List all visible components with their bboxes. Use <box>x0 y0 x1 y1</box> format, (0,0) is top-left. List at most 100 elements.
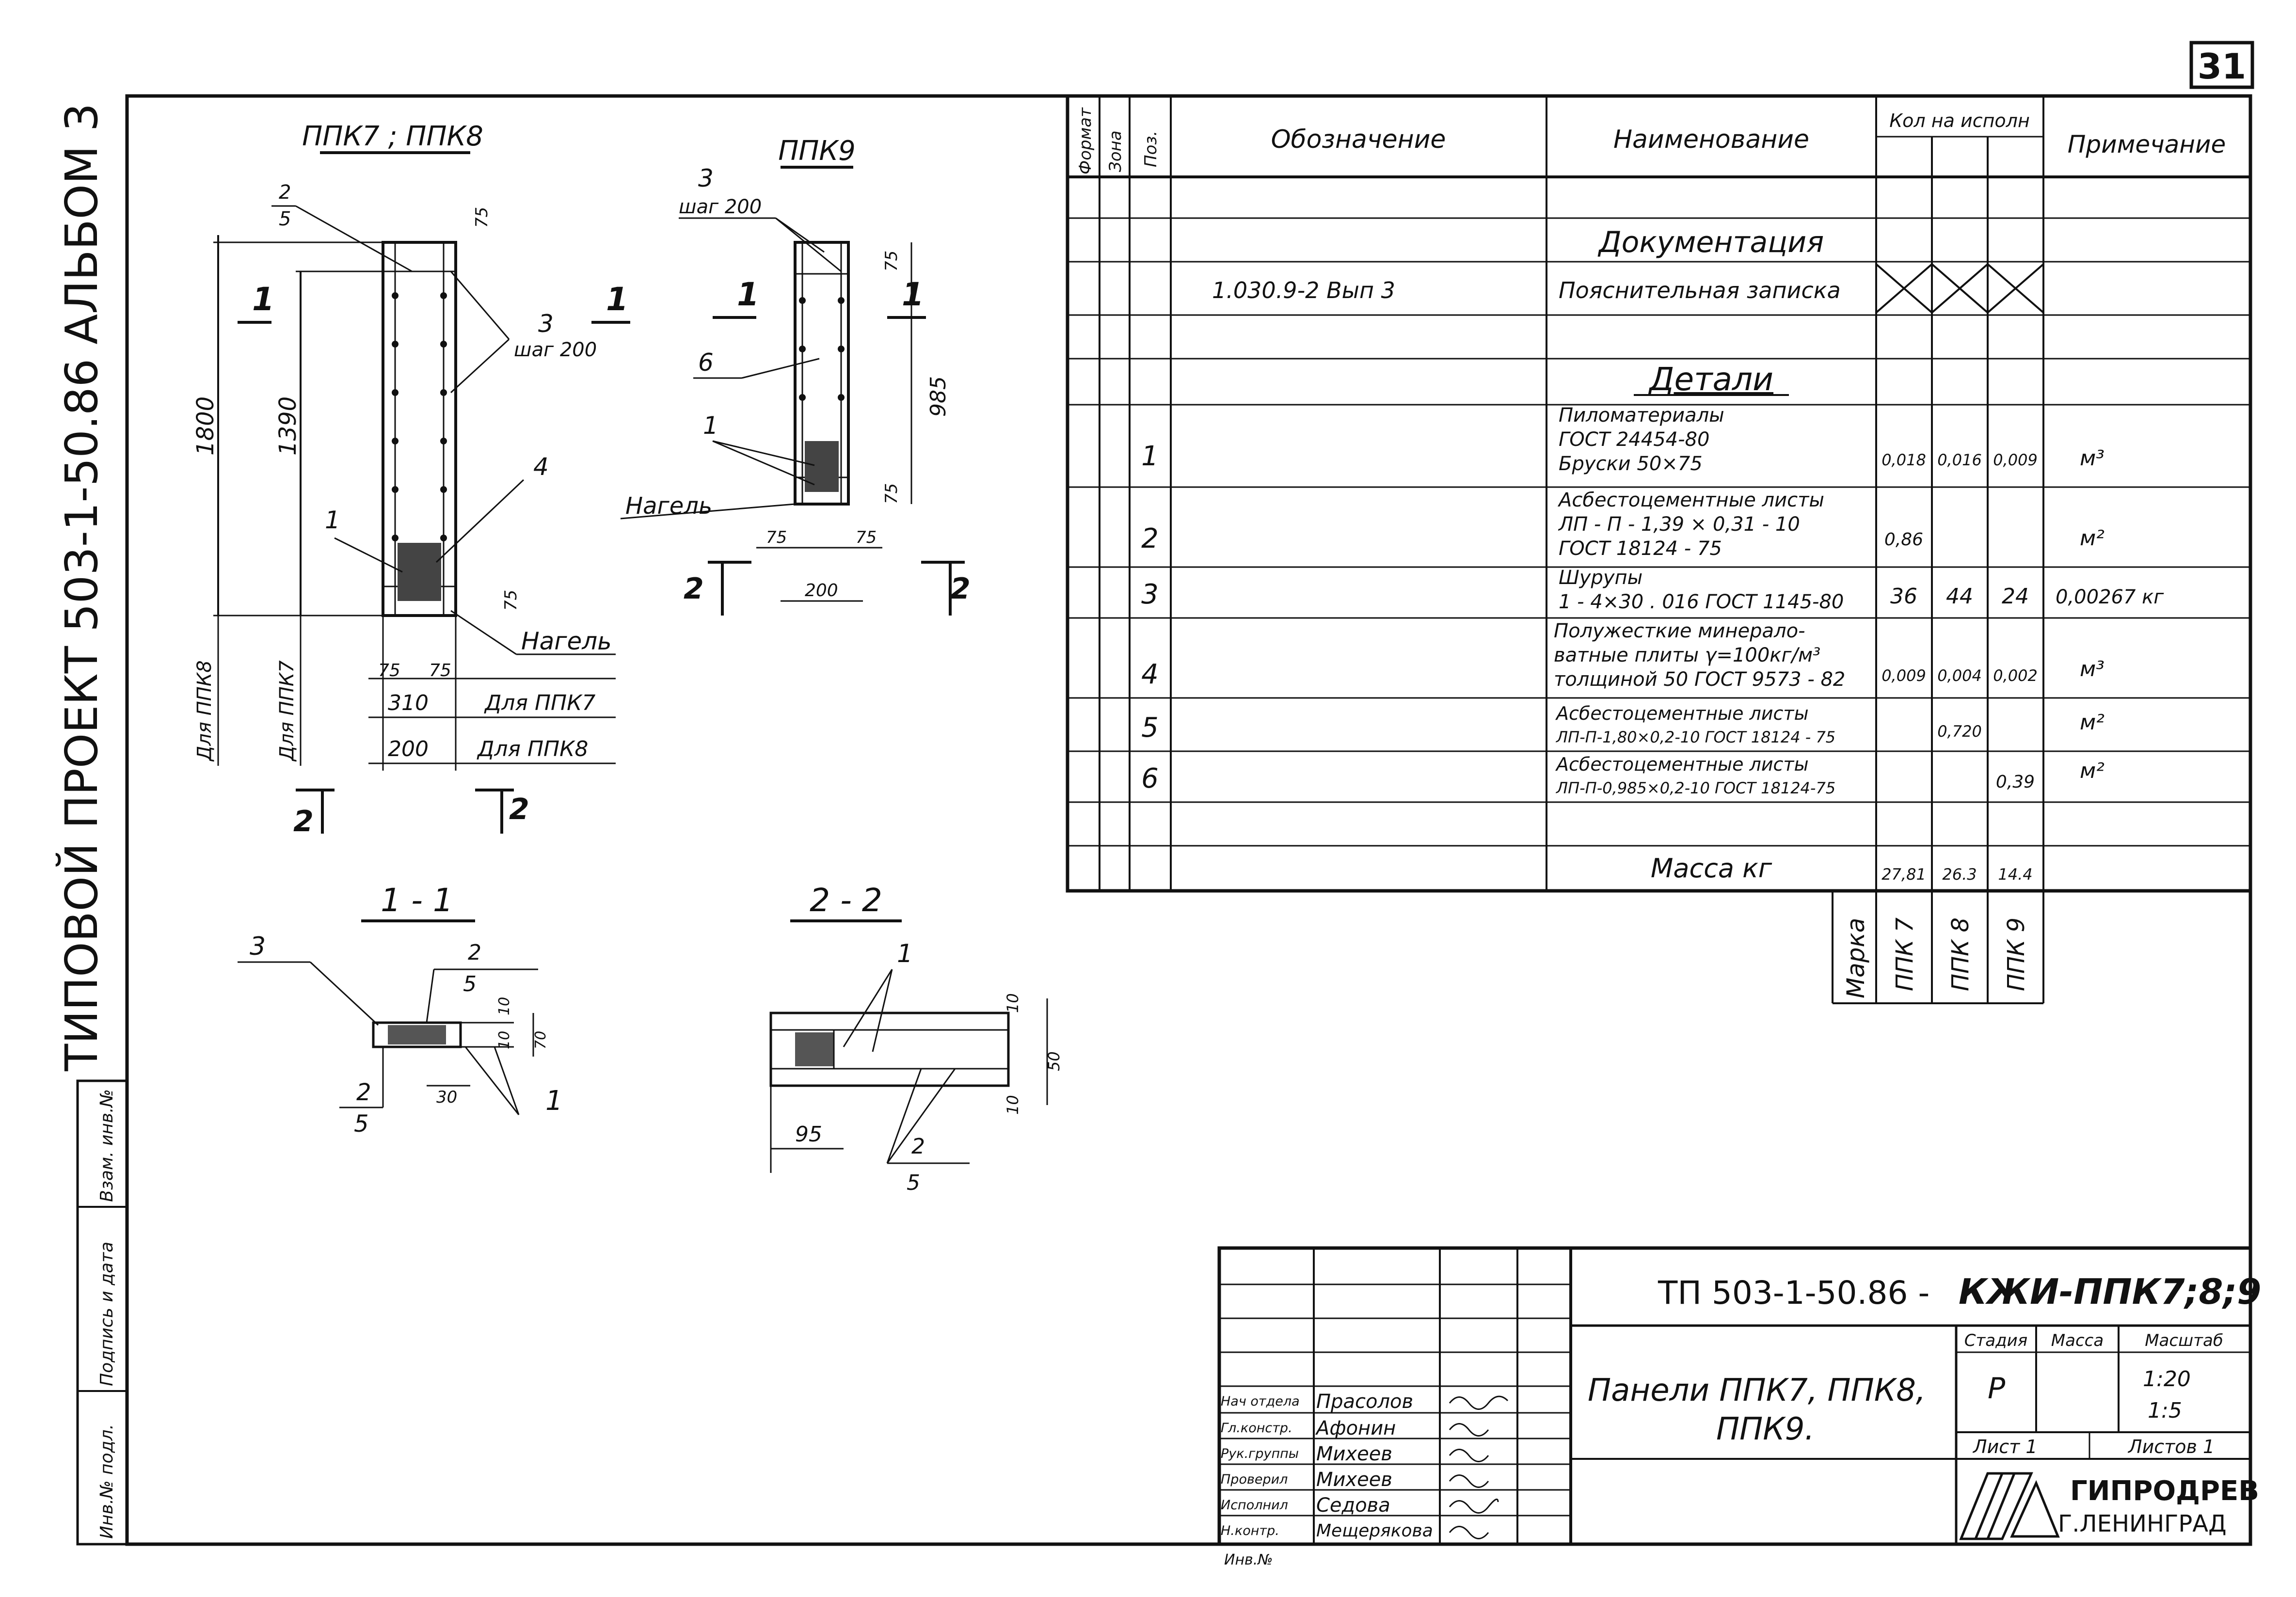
for-ppk8-label: Для ППК8 <box>477 737 588 761</box>
staff-role: Гл.констр. <box>1221 1421 1292 1436</box>
sec11-pos-2: 2 <box>468 940 481 965</box>
hdr-zone: Зона <box>1106 130 1125 172</box>
sec11-dim-70: 70 <box>532 1031 549 1049</box>
nagel-label: Нагель <box>521 627 612 655</box>
org-city: Г.ЛЕНИНГРАД <box>2058 1510 2227 1537</box>
sec11-pos-2b: 2 <box>356 1079 371 1106</box>
doc-code: ТП 503-1-50.86 - <box>1658 1274 1929 1312</box>
inv-label: Инв.№ <box>1224 1551 1273 1568</box>
row-pos: 2 <box>1141 523 1159 554</box>
sec11-pos-3: 3 <box>250 932 266 961</box>
mass-ppk7: 27,81 <box>1881 865 1926 884</box>
row-qty: 0,39 <box>1996 772 2035 792</box>
dim-310: 310 <box>388 691 429 715</box>
staff-row: Н.контр. Мещерякова <box>1221 1521 1489 1541</box>
stage-value: Р <box>1988 1372 2006 1406</box>
row-name: ЛП-П-0,985×0,2-10 ГОСТ 18124-75 <box>1556 779 1835 797</box>
gipdrev-logo <box>1959 1472 2060 1540</box>
dim-200-9: 200 <box>805 581 838 601</box>
staff-role: Исполнил <box>1221 1498 1288 1513</box>
row-name: ГОСТ 24454-80 <box>1559 428 1709 451</box>
row-qty: 0,016 <box>1937 451 1982 469</box>
spec-row: 2 Асбестоцементные листы ЛП - П - 1,39 ×… <box>1141 489 2105 560</box>
spec-row: 1 Пиломатериалы ГОСТ 24454-80 Бруски 50×… <box>1141 404 2105 475</box>
for-ppk7-label: Для ППК7 <box>484 691 595 715</box>
stage-label: Стадия <box>1964 1331 2027 1350</box>
pos-3-label: 3 <box>538 310 554 338</box>
cut-2-left: 2 <box>293 805 314 838</box>
staff-role: Рук.группы <box>1221 1446 1299 1461</box>
org-name: ГИПРОДРЕВ <box>2070 1475 2259 1507</box>
row-name: толщиной 50 ГОСТ 9573 - 82 <box>1554 668 1845 691</box>
doc-name-line2: ППК9. <box>1716 1411 1815 1447</box>
dim-75-bottom: 75 <box>501 590 521 611</box>
sheet-label: Лист 1 <box>1972 1436 2038 1457</box>
staff-name: Мещерякова <box>1316 1521 1433 1541</box>
row-name: ватные плиты γ=100кг/м³ <box>1554 644 1820 666</box>
row-qty: 0,018 <box>1881 451 1926 469</box>
hdr-designation: Обозначение <box>1271 125 1446 154</box>
cut-2-left-9: 2 <box>684 572 704 606</box>
staff-row: Проверил Михеев <box>1221 1469 1489 1491</box>
row-qty: 0,009 <box>1993 451 2038 469</box>
pos-2-label: 2 <box>279 181 291 204</box>
row-qty: 24 <box>2002 584 2029 609</box>
staff-role: Н.контр. <box>1221 1523 1279 1538</box>
section-parts: Детали <box>1648 361 1773 398</box>
sec22-pos-1: 1 <box>897 939 913 968</box>
side-for-ppk7: Для ППК7 <box>276 660 298 762</box>
pos-1-label: 1 <box>325 506 340 534</box>
pos-5-label: 5 <box>279 208 291 230</box>
row-name: Асбестоцементные листы <box>1555 703 1809 724</box>
drawing-ppk9: ППК9 3 шаг 200 75 985 75 6 1 Нагель 75 7… <box>620 135 971 616</box>
doc-code-suffix: КЖИ-ППК7;8;9 <box>1959 1271 2261 1312</box>
step-200-label-9: шаг 200 <box>679 196 762 218</box>
sec11-pos-5: 5 <box>463 972 477 996</box>
spec-row: 4 Полужесткие минерало- ватные плиты γ=1… <box>1141 620 2105 691</box>
row-pos: 4 <box>1141 659 1159 690</box>
row-pos: 6 <box>1141 763 1159 794</box>
pos-3-label-9: 3 <box>698 164 714 192</box>
staff-role: Нач отдела <box>1221 1394 1300 1409</box>
dim-1390: 1390 <box>274 396 302 456</box>
sec22-pos-2: 2 <box>911 1134 925 1159</box>
page-number-box: 31 <box>2189 41 2254 89</box>
mass-ppk9: 14.4 <box>1998 865 2032 884</box>
doc-name: Пояснительная записка <box>1559 277 1841 303</box>
side-for-ppk8: Для ППК8 <box>193 660 216 762</box>
spec-row: 5 Асбестоцементные листы ЛП-П-1,80×0,2-1… <box>1141 703 2105 746</box>
section-1-1-title: 1 - 1 <box>381 882 453 919</box>
sec22-dim-95: 95 <box>795 1122 822 1147</box>
pos-6-label-9: 6 <box>698 348 714 377</box>
row-qty: 0,009 <box>1881 666 1926 685</box>
row-name: Асбестоцементные листы <box>1555 754 1809 775</box>
cut-1-right: 1 <box>606 281 628 318</box>
scale-label: Масштаб <box>2145 1331 2223 1350</box>
side-title: ТИПОВОЙ ПРОЕКТ 503-1-50.86 АЛЬБОМ 3 <box>55 103 108 1072</box>
hdr-note: Примечание <box>2068 130 2226 158</box>
dim-75-9-top: 75 <box>882 251 901 271</box>
row-note: м² <box>2080 710 2105 735</box>
section-docs: Документация <box>1597 225 1824 259</box>
dim-1800: 1800 <box>192 396 219 456</box>
side-stamp-sign: Подпись и дата <box>97 1242 117 1386</box>
doc-name-line1: Панели ППК7, ППК8, <box>1588 1373 1926 1408</box>
drawing-ppk78: ППК7 ; ППК8 1800 1390 75 75 2 5 <box>192 121 630 838</box>
cut-2-right: 2 <box>509 792 529 826</box>
row-note: 0,00267 кг <box>2056 586 2164 608</box>
row-name: ЛП-П-1,80×0,2-10 ГОСТ 18124 - 75 <box>1556 728 1835 746</box>
row-name: Шурупы <box>1559 567 1642 589</box>
title-block: Нач отдела Прасолов Гл.констр. Афонин Ру… <box>1217 1246 2261 1568</box>
step-200-label: шаг 200 <box>514 339 597 361</box>
row-name: Бруски 50×75 <box>1559 453 1703 475</box>
sheets-label: Листов 1 <box>2127 1436 2215 1457</box>
sec11-pos-5b: 5 <box>354 1110 369 1138</box>
spec-table: Формат Зона Поз. Обозначение Наименовани… <box>1066 94 2252 1004</box>
pos-4-label: 4 <box>533 453 549 481</box>
section-2-2-title: 2 - 2 <box>810 882 882 919</box>
dim-985: 985 <box>926 376 951 417</box>
cut-1-left: 1 <box>252 281 274 318</box>
dim-75-top: 75 <box>472 207 492 228</box>
row-name: Пиломатериалы <box>1559 404 1724 427</box>
sec22-dim-10b: 10 <box>1004 1095 1022 1115</box>
